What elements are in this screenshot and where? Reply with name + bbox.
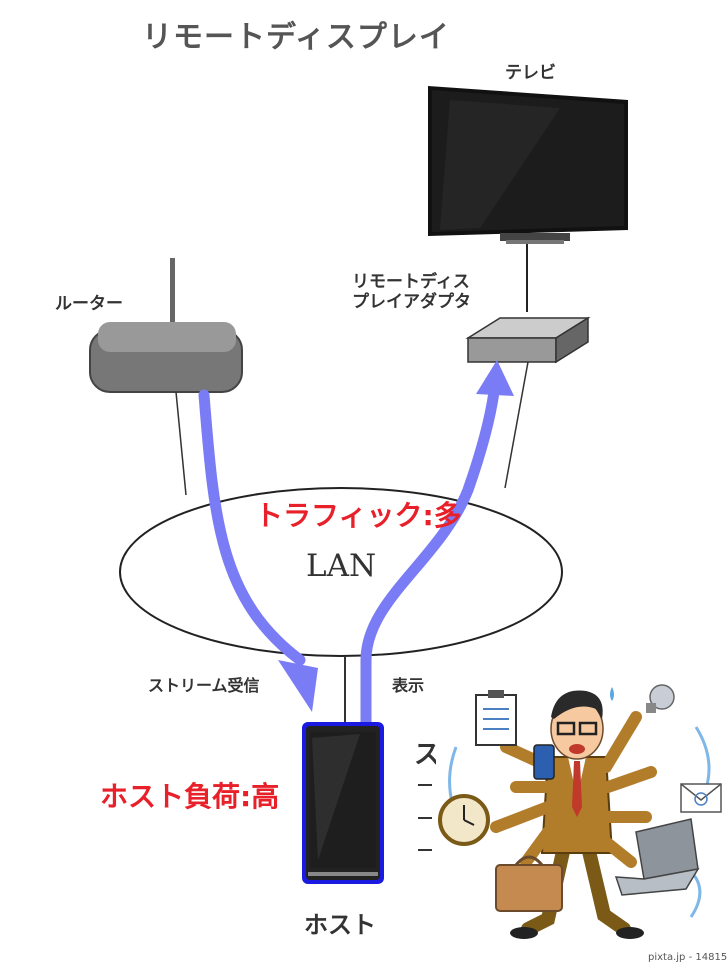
diagram-title: リモートディスプレイ — [142, 20, 450, 55]
adapter-label: リモートディス プレイアダプタ — [352, 272, 471, 312]
lan-label: LAN — [306, 548, 377, 584]
host-phone-icon — [302, 722, 384, 884]
stream-arrow-shaft — [198, 389, 306, 666]
display-arrowhead — [476, 360, 514, 396]
adapter-lan-line — [504, 361, 529, 489]
host-label: ホスト — [304, 911, 376, 939]
adapter-icon — [465, 316, 591, 364]
adapter-label-line2: プレイアダプタ — [352, 292, 471, 312]
busy-businessman-illustration — [436, 657, 727, 947]
tv-label: テレビ — [505, 63, 556, 83]
traffic-label: トラフィック:多 — [255, 499, 462, 532]
adapter-label-line1: リモートディス — [352, 272, 470, 292]
router-lan-line — [175, 391, 187, 496]
tv-icon — [428, 86, 628, 244]
stream-receive-label: ストリーム受信 — [148, 676, 260, 695]
display-label: 表示 — [392, 676, 425, 695]
stream-arrowhead — [278, 660, 318, 712]
host-load-label: ホスト負荷:高 — [100, 780, 280, 813]
businessman-icon — [438, 684, 722, 939]
cut-off-text: ス — [414, 740, 441, 770]
image-credit: pixta.jp - 14815973 — [648, 952, 727, 963]
router-label: ルーター — [55, 294, 123, 314]
router-icon — [89, 258, 243, 393]
display-arrow-shaft — [360, 386, 500, 728]
